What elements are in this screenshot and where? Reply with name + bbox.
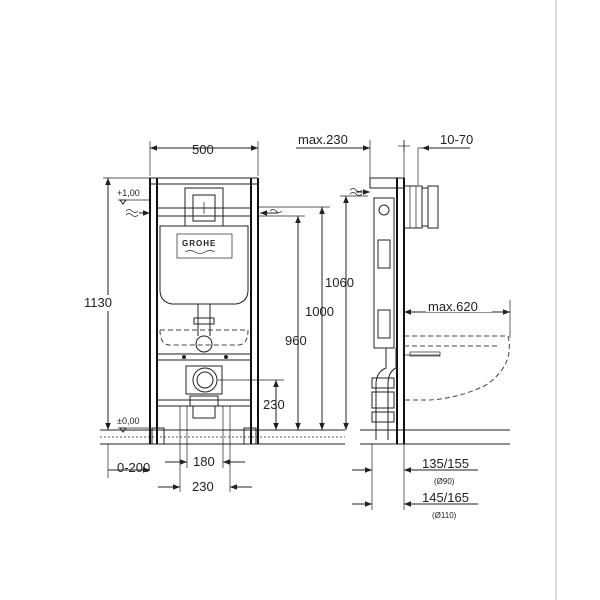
front-frame — [149, 177, 259, 445]
dim-offset-0-200: 0-200 — [107, 444, 150, 478]
svg-text:(Ø90): (Ø90) — [434, 477, 455, 486]
level-plus-one-marker: +1,00 — [117, 188, 150, 205]
svg-text:(Ø110): (Ø110) — [432, 511, 457, 520]
svg-text:1000: 1000 — [305, 304, 334, 319]
water-supply-left — [125, 209, 150, 217]
side-water-supply — [349, 188, 370, 196]
water-supply-right — [260, 209, 283, 216]
drain-front — [182, 355, 228, 419]
svg-text:145/165: 145/165 — [422, 490, 469, 505]
svg-text:1060: 1060 — [325, 275, 354, 290]
svg-text:10-70: 10-70 — [440, 132, 473, 147]
cistern: GROHE — [159, 187, 249, 353]
dim-max-230: max.230 — [296, 132, 371, 178]
bowl-outline-front — [159, 329, 249, 346]
dim-range-10-70: 10-70 — [398, 132, 473, 185]
floor-lines — [100, 429, 510, 445]
svg-text:max.620: max.620 — [428, 299, 478, 314]
svg-text:±0,00: ±0,00 — [117, 416, 139, 426]
brand-logo: GROHE — [182, 239, 216, 248]
side-frame — [369, 177, 439, 444]
svg-text:180: 180 — [193, 454, 215, 469]
level-zero-marker: ±0,00 — [117, 416, 150, 433]
svg-text:0-200: 0-200 — [117, 460, 150, 475]
svg-text:960: 960 — [285, 333, 307, 348]
dim-width-180: 180 — [165, 406, 245, 469]
dim-height-1000: 1000 — [258, 206, 334, 430]
svg-text:230: 230 — [263, 397, 285, 412]
dim-height-960: 960 — [258, 215, 307, 430]
dim-height-1130: 1130 — [84, 177, 150, 430]
svg-text:1130: 1130 — [84, 295, 112, 310]
svg-text:+1,00: +1,00 — [117, 188, 140, 198]
dim-width-500: 500 — [149, 141, 259, 176]
dim-max-620: max.620 — [404, 299, 511, 338]
bowl-outline-side — [404, 335, 510, 401]
dim-range-135-155: 135/155 (Ø90) — [352, 444, 478, 510]
svg-text:max.230: max.230 — [298, 132, 348, 147]
dim-height-230: 230 — [218, 379, 285, 430]
svg-text:135/155: 135/155 — [422, 456, 469, 471]
dim-height-1060: 1060 — [325, 195, 368, 430]
svg-text:230: 230 — [192, 479, 214, 494]
svg-text:500: 500 — [192, 142, 214, 157]
dim-range-145-165: 145/165 (Ø110) — [352, 490, 478, 520]
dim-width-230: 230 — [158, 406, 252, 494]
